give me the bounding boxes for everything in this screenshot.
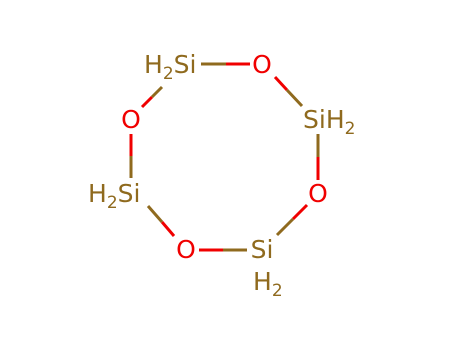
atom-o-left: O xyxy=(121,105,141,134)
bond-o3-si4 xyxy=(146,205,176,237)
atom-o-right: O xyxy=(308,179,328,208)
atom-si-bottom-hydrogens: H2 xyxy=(253,267,283,301)
bond-o2-si3 xyxy=(275,203,309,237)
atom-si-right: SiH2 xyxy=(303,105,355,139)
bond-o1-si2 xyxy=(273,75,304,108)
atom-si-bottom: Si xyxy=(251,235,274,264)
bond-o4-si1 xyxy=(140,85,164,109)
atom-o-top-right: O xyxy=(252,50,272,79)
atom-si-top: H2Si xyxy=(144,50,196,84)
atom-o-bottom-left: O xyxy=(176,235,196,264)
atom-si-left: H2Si xyxy=(88,179,140,213)
